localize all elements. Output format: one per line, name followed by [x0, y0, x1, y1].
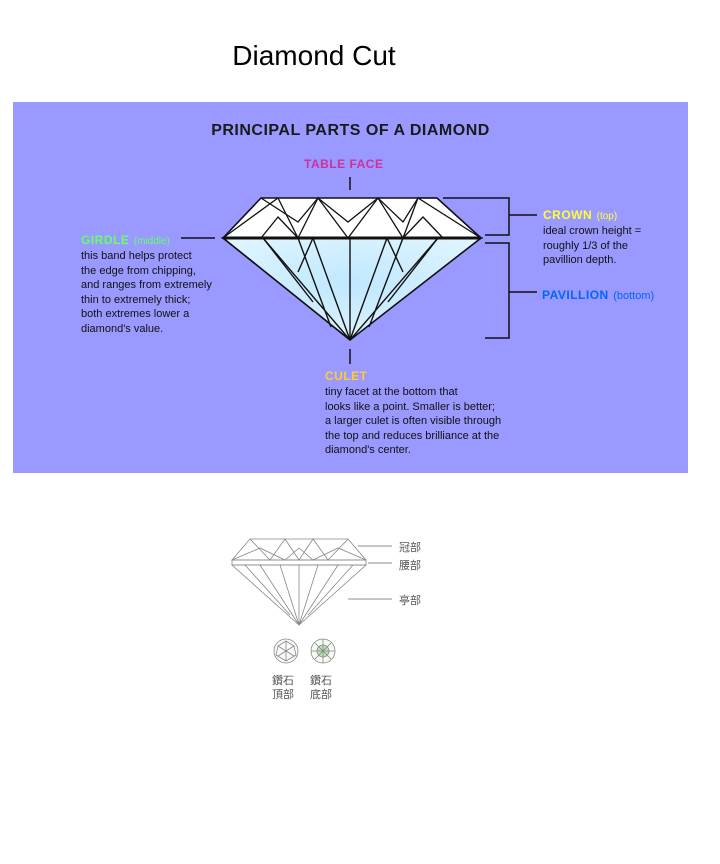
diamond-diagram	[181, 177, 537, 364]
girdle-label-zh: 腰部	[399, 559, 421, 572]
small-diamond-side-view	[230, 538, 368, 626]
pavillion-sub: (bottom)	[613, 290, 655, 302]
crown-description: ideal crown height = roughly 1/3 of the …	[543, 225, 642, 266]
culet-callout: CULET tiny facet at the bottom that look…	[325, 369, 501, 458]
girdle-description: this band helps protect the edge from ch…	[81, 250, 212, 335]
crown-label: CROWN	[543, 208, 593, 222]
girdle-sub: (middle)	[133, 236, 170, 247]
culet-description: tiny facet at the bottom that looks like…	[325, 386, 502, 456]
pavillion-label: PAVILLION	[542, 288, 609, 302]
top-view-caption: 鑽石 頂部	[272, 674, 294, 701]
diamond-parts-panel: PRINCIPAL PARTS OF A DIAMOND TABLE FACE …	[13, 102, 688, 473]
bottom-view-icon	[310, 638, 336, 664]
girdle-callout: GIRDLE (middle) this band helps protect …	[81, 231, 212, 336]
crown-sub: (top)	[596, 211, 618, 222]
diamond-illustration	[220, 196, 484, 342]
pavilion-label-zh: 亭部	[399, 594, 421, 607]
leader-lines	[181, 177, 537, 364]
table-face-label: TABLE FACE	[304, 157, 384, 171]
small-leader-lines	[348, 545, 392, 600]
small-diamond-diagram	[230, 538, 392, 664]
top-view-icon	[273, 638, 299, 664]
pavillion-callout: PAVILLION (bottom)	[542, 286, 654, 304]
culet-label: CULET	[325, 369, 368, 383]
panel-heading: PRINCIPAL PARTS OF A DIAMOND	[211, 122, 490, 139]
girdle-label: GIRDLE	[81, 233, 130, 247]
bottom-view-caption: 鑽石 底部	[310, 674, 332, 701]
crown-callout: CROWN (top) ideal crown height = roughly…	[543, 206, 641, 268]
crown-label-zh: 冠部	[399, 541, 421, 554]
page-title: Diamond Cut	[232, 40, 396, 71]
